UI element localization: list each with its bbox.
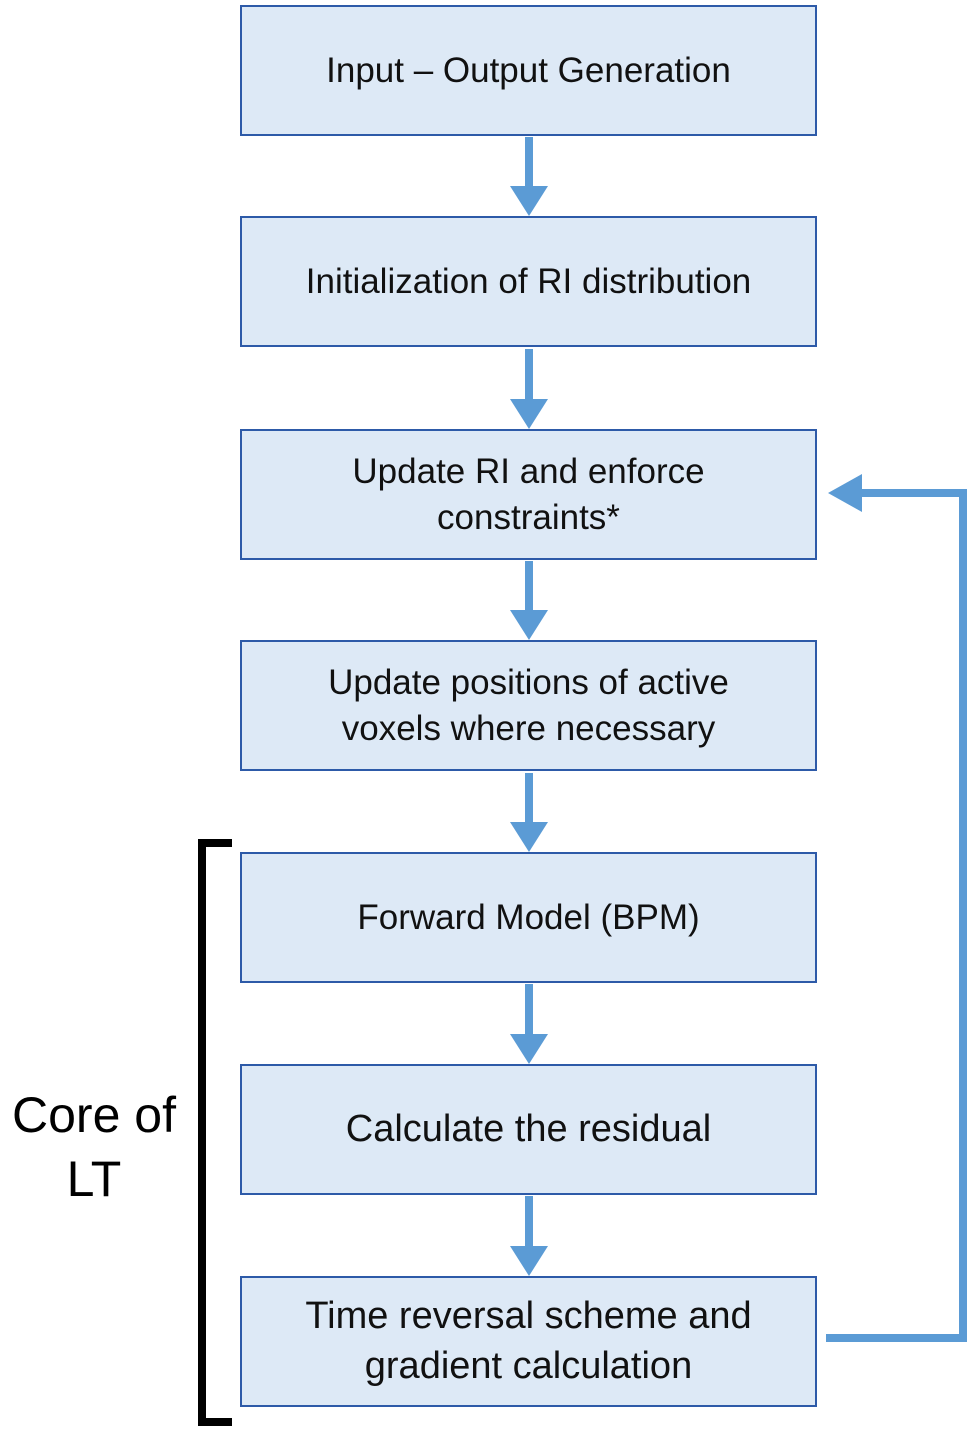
feedback-loop bbox=[826, 474, 967, 1342]
down-arrow-head bbox=[510, 610, 548, 640]
step-box-time-reversal: Time reversal scheme and gradient calcul… bbox=[240, 1276, 817, 1407]
down-arrow-head bbox=[510, 822, 548, 852]
feedback-loop-arrowhead bbox=[828, 474, 862, 512]
down-arrow bbox=[510, 349, 548, 429]
down-arrow bbox=[510, 137, 548, 216]
core-of-lt-label: Core of LT bbox=[12, 1087, 176, 1207]
core-bracket-line bbox=[198, 839, 232, 1426]
arrow-group bbox=[510, 137, 548, 1276]
step-label: Forward Model (BPM) bbox=[357, 897, 700, 937]
down-arrow-head bbox=[510, 1246, 548, 1276]
step-label: Update RI and enforce constraints* bbox=[352, 452, 705, 537]
step-label: Update positions of active voxels where … bbox=[328, 663, 729, 748]
step-box-update-ri: Update RI and enforce constraints* bbox=[240, 429, 817, 560]
step-label: Initialization of RI distribution bbox=[305, 261, 752, 301]
down-arrow bbox=[510, 773, 548, 852]
down-arrow bbox=[510, 561, 548, 640]
down-arrow bbox=[510, 984, 548, 1064]
down-arrow-head bbox=[510, 186, 548, 216]
step-box-initialization: Initialization of RI distribution bbox=[240, 216, 817, 347]
feedback-loop-line bbox=[826, 489, 967, 1342]
core-bracket bbox=[198, 839, 232, 1426]
step-box-residual: Calculate the residual bbox=[240, 1064, 817, 1195]
step-box-input-output: Input – Output Generation bbox=[240, 5, 817, 136]
step-box-update-positions: Update positions of active voxels where … bbox=[240, 640, 817, 771]
step-box-forward-model: Forward Model (BPM) bbox=[240, 852, 817, 983]
step-label: Calculate the residual bbox=[345, 1107, 712, 1150]
step-label: Time reversal scheme and gradient calcul… bbox=[305, 1295, 752, 1387]
step-label: Input – Output Generation bbox=[326, 50, 731, 90]
down-arrow-head bbox=[510, 1034, 548, 1064]
down-arrow bbox=[510, 1196, 548, 1276]
down-arrow-head bbox=[510, 399, 548, 429]
